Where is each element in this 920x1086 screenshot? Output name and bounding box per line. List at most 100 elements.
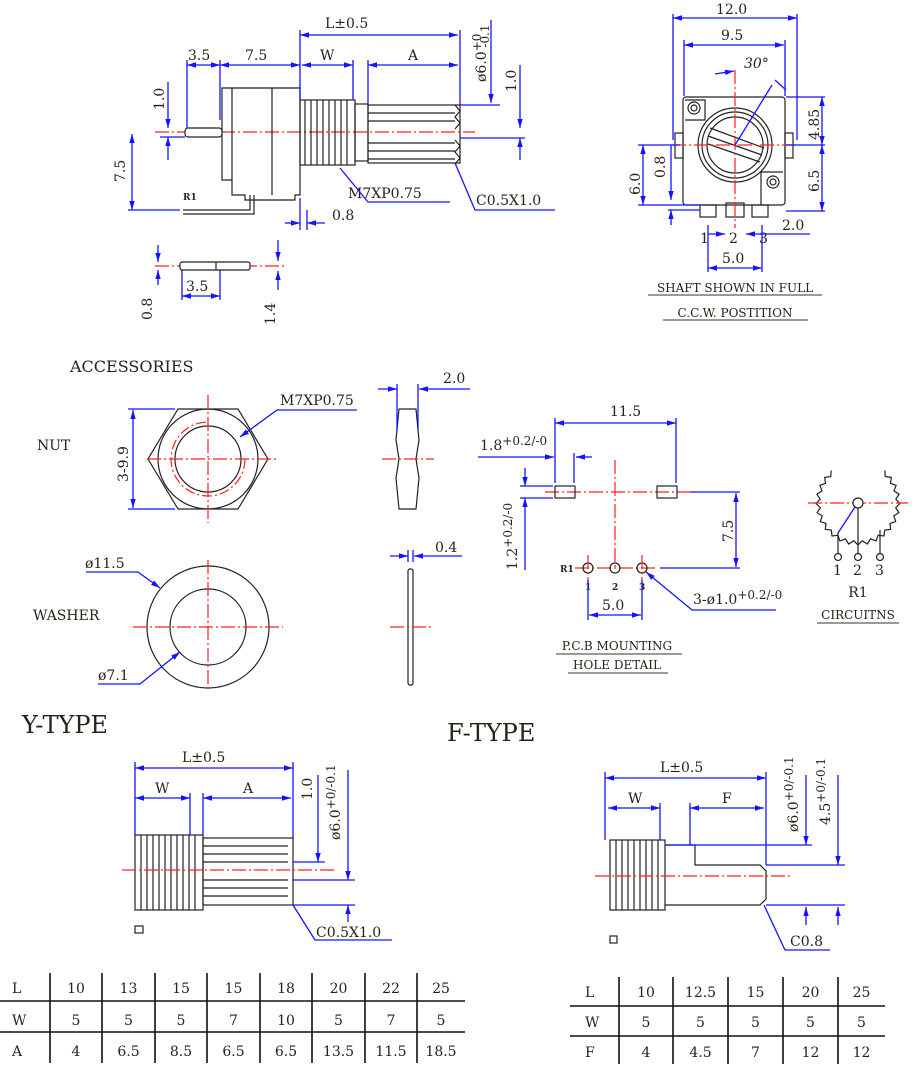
- table-cell: 12: [853, 1045, 871, 1061]
- dim-7-5: 7.5: [245, 48, 267, 64]
- table-cell: 4.5: [689, 1045, 711, 1061]
- circuit-pin-1: 1: [833, 563, 842, 579]
- table-cell: 10: [277, 1013, 295, 1029]
- row-label: A: [11, 1044, 23, 1060]
- accessories: ACCESSORIES NUT 3-9.9 M7XP0.75 2.0 WASHE…: [33, 357, 470, 690]
- table-cell: 5: [437, 1013, 446, 1029]
- knurled-shaft: [367, 104, 461, 165]
- table-cell: 5: [334, 1013, 343, 1029]
- table-cell: 13.5: [323, 1044, 354, 1060]
- table-cell: 5: [72, 1013, 81, 1029]
- dim-1-0-left: 1.0: [152, 88, 168, 110]
- table-cell: 6.5: [222, 1044, 244, 1060]
- table-cell: 10: [637, 985, 655, 1001]
- dim-1-4: 1.4: [263, 303, 279, 325]
- caption-shaft-shown: SHAFT SHOWN IN FULL: [657, 281, 813, 295]
- washer-label: WASHER: [33, 608, 100, 624]
- row-label: W: [12, 1013, 27, 1029]
- pcb-hole-detail: 11.5 1.8+0.2/-0 1.2+0.2/-0 7.5 R1 1 2 3 …: [478, 404, 782, 674]
- dim-W: W: [155, 781, 170, 797]
- table-cell: 5: [177, 1013, 186, 1029]
- table-cell: 12: [802, 1045, 820, 1061]
- chamfer-callout: C0.5X1.0: [316, 925, 381, 941]
- dim-shaft-diameter: ø6.0+0-0.1: [470, 24, 492, 82]
- dim-0-8: 0.8: [653, 156, 669, 178]
- dim-F: F: [722, 791, 732, 807]
- y-type-drawing: Y-TYPE L±0.5 W A 1.0 ø6.0+0/-0.1 C0.5X1.…: [21, 711, 392, 941]
- nut-thickness-dim: 2.0: [443, 371, 465, 387]
- table-cell: 15: [225, 981, 243, 997]
- dim-W: W: [320, 48, 335, 64]
- table-cell: 22: [382, 981, 400, 997]
- dim-shaft-diameter: ø6.0+0/-0.1: [324, 764, 344, 840]
- dim-3-5: 3.5: [188, 48, 210, 64]
- dim-12-0: 12.0: [716, 2, 747, 18]
- nut-thread-callout: M7XP0.75: [280, 393, 354, 409]
- slot-width-dim: 1.8+0.2/-0: [480, 434, 547, 454]
- table-cell: 7: [229, 1013, 238, 1029]
- chamfer-callout: C0.8: [790, 934, 823, 950]
- slot-height-dim: 1.2+0.2/-0: [501, 503, 521, 570]
- circuit-caption: CIRCUITNS: [821, 608, 895, 622]
- caption-pcb-mounting: P.C.B MOUNTING: [562, 639, 672, 653]
- table-cell: 5: [124, 1013, 133, 1029]
- dim-2-0: 2.0: [782, 218, 804, 234]
- row-label: L: [585, 985, 594, 1001]
- caption-hole-detail: HOLE DETAIL: [573, 658, 661, 672]
- table-cell: 5: [696, 1015, 705, 1031]
- circuit-pin-3: 3: [875, 563, 884, 579]
- washer-id-callout: ø7.1: [98, 668, 129, 684]
- thread-callout: M7XP0.75: [348, 186, 422, 202]
- table-cell: 8.5: [170, 1044, 192, 1060]
- dim-1-0-right: 1.0: [504, 70, 520, 92]
- table-cell: 7: [751, 1045, 760, 1061]
- row-label: F: [585, 1045, 595, 1061]
- dim-W: W: [628, 791, 643, 807]
- circuit-diagram: 1 2 3 R1 CIRCUITNS: [808, 470, 908, 624]
- dim-7-5: 7.5: [721, 520, 737, 542]
- table-cell: 20: [802, 985, 820, 1001]
- washer-thickness-dim: 0.4: [435, 540, 457, 556]
- dim-L: L±0.5: [182, 750, 225, 766]
- dim-1-0: 1.0: [300, 778, 316, 800]
- table-cell: 25: [853, 985, 871, 1001]
- dim-6-5: 6.5: [807, 170, 823, 192]
- table-cell: 6.5: [275, 1044, 297, 1060]
- side-view: L±0.5 3.5 7.5 W A ø6.0+0-0.1 1.0 1.0 7.5…: [113, 16, 555, 230]
- row-label: W: [585, 1015, 600, 1031]
- table-cell: 13: [120, 981, 138, 997]
- table-cell: 20: [330, 981, 348, 997]
- nut-label: NUT: [37, 438, 71, 454]
- table-cell: 15: [172, 981, 190, 997]
- dim-0-8: 0.8: [332, 208, 354, 224]
- dim-A: A: [407, 48, 419, 64]
- y-type-heading: Y-TYPE: [21, 711, 108, 739]
- pin-2-label: 2: [729, 231, 738, 247]
- table-cell: 5: [751, 1015, 760, 1031]
- dim-9-5: 9.5: [721, 28, 743, 44]
- table-cell: 4: [642, 1045, 651, 1061]
- hole-2-label: 2: [612, 583, 618, 593]
- circuit-pin-2: 2: [853, 563, 862, 579]
- front-view: 12.0 9.5 30° 4.85 6.5 6.0 0.8 1 2 3 2.0 …: [628, 2, 825, 321]
- dim-7-5-height: 7.5: [113, 160, 129, 182]
- table-cell: 11.5: [375, 1044, 406, 1060]
- table-cell: 5: [857, 1015, 866, 1031]
- r1-label: R1: [560, 565, 574, 575]
- dim-11-5: 11.5: [610, 404, 641, 420]
- circuit-r1-label: R1: [848, 585, 867, 601]
- table-cell: 5: [642, 1015, 651, 1031]
- washer-od-callout: ø11.5: [85, 556, 125, 572]
- dim-L: L±0.5: [660, 760, 703, 776]
- holes-callout: 3-ø1.0+0.2/-0: [693, 588, 782, 608]
- table-cell: 18.5: [425, 1044, 456, 1060]
- r1-label: R1: [183, 193, 197, 203]
- dim-A: A: [242, 781, 254, 797]
- dim-5-0: 5.0: [722, 251, 744, 267]
- dim-6-0: 6.0: [628, 173, 644, 195]
- table-cell: 4: [72, 1044, 81, 1060]
- dim-5-0: 5.0: [602, 598, 624, 614]
- table-cell: 12.5: [685, 985, 716, 1001]
- angle-label: 30°: [744, 56, 769, 72]
